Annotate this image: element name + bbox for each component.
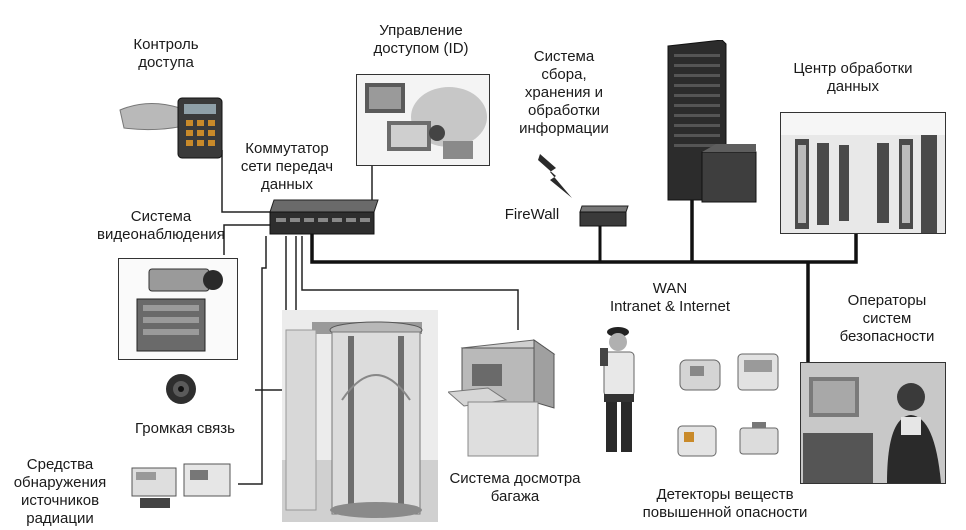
label-data-center: Центр обработки данных xyxy=(793,60,913,95)
label-hazard-detectors: Детекторы веществ повышенной опасности xyxy=(642,486,808,521)
label-loudspeaker: Громкая связь xyxy=(135,420,235,437)
firewall-device xyxy=(578,204,630,228)
baggage-scanner-image xyxy=(446,330,560,458)
label-wan: WAN Intranet & Internet xyxy=(609,280,731,315)
line-to-radiation xyxy=(238,236,267,485)
loudspeaker-icon xyxy=(164,372,198,406)
security-gate-image xyxy=(282,310,438,522)
label-radiation-detectors: Средства обнаружения источников радиации xyxy=(13,456,107,527)
video-surveillance-image xyxy=(118,258,238,360)
access-control-device xyxy=(118,80,228,160)
label-security-operators: Операторы систем безопасности xyxy=(839,292,935,345)
lightning-icon xyxy=(536,152,576,202)
security-operators-image xyxy=(800,362,946,484)
server-rack-device xyxy=(666,39,758,204)
label-firewall: FireWall xyxy=(504,206,560,223)
label-access-management: Управление доступом (ID) xyxy=(373,22,469,57)
label-access-control: Контроль доступа xyxy=(133,36,199,71)
line-to-video xyxy=(223,224,272,255)
hazard-detectors-image xyxy=(666,346,786,468)
radiation-detectors-image xyxy=(130,460,234,512)
access-management-image xyxy=(356,74,490,166)
label-baggage-screening: Система досмотра багажа xyxy=(449,470,581,505)
label-network-switch: Коммутатор сети передач данных xyxy=(240,140,334,193)
label-data-system: Система сбора, хранения и обработки инфо… xyxy=(519,48,609,137)
backbone-line xyxy=(310,232,858,264)
data-center-image xyxy=(780,112,946,234)
line-to-access-control xyxy=(221,150,272,213)
label-video-surveillance: Система видеонаблюдения xyxy=(97,208,225,243)
security-guard-figure xyxy=(594,322,644,458)
network-switch-device xyxy=(266,198,382,238)
line-to-baggage xyxy=(301,236,519,330)
